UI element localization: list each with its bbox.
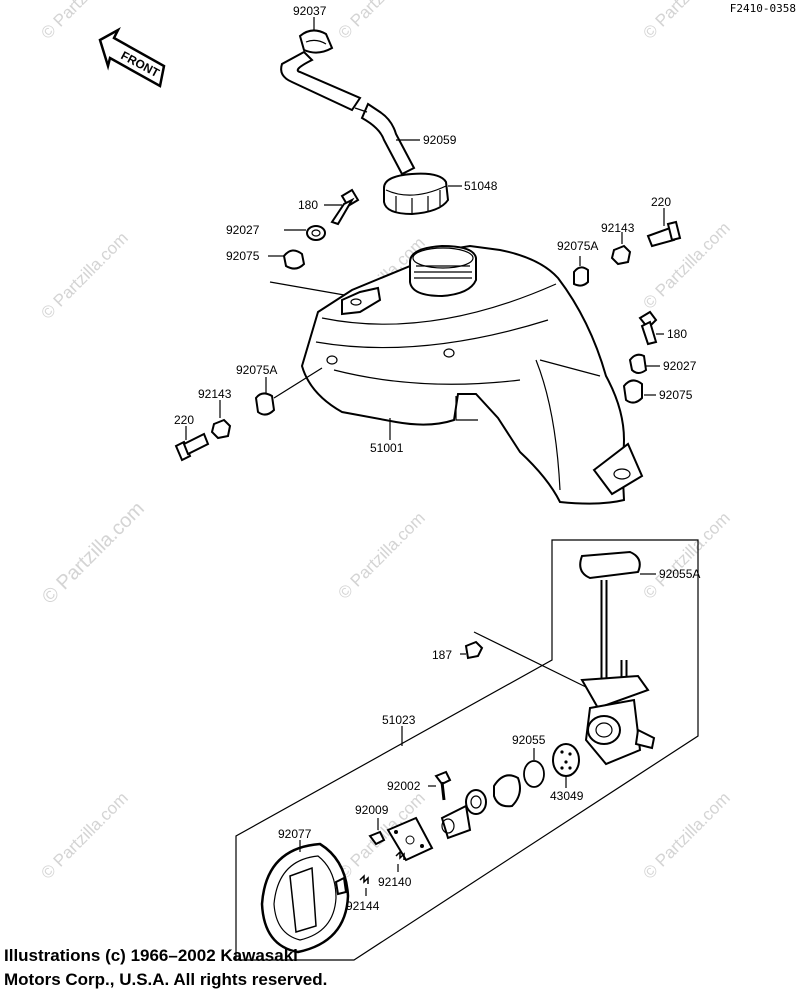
label-187: 187: [432, 648, 452, 662]
clamp-part: [298, 29, 334, 54]
knob-part: [260, 842, 350, 954]
label-180-right: 180: [667, 327, 687, 341]
damper-part: [622, 379, 643, 404]
watermark: © Partzilla.com: [37, 788, 131, 882]
label-220-right: 220: [651, 195, 671, 209]
label-92077: 92077: [278, 827, 312, 841]
label-51048: 51048: [464, 179, 498, 193]
watermark-large: © Partzilla.com: [38, 498, 149, 609]
spring-part: [395, 850, 405, 860]
label-92140: 92140: [378, 875, 412, 889]
label-92037: 92037: [293, 4, 327, 18]
o-ring-part: [523, 760, 545, 788]
watermark: © Partzilla.com: [334, 0, 428, 43]
label-220-left: 220: [174, 413, 194, 427]
screw-part: [368, 830, 386, 846]
label-92143-left: 92143: [198, 387, 232, 401]
label-51023: 51023: [382, 713, 416, 727]
label-92075-right: 92075: [659, 388, 693, 402]
watermark: © Partzilla.com: [639, 788, 733, 882]
front-arrow-icon: FRONT: [98, 26, 166, 88]
damper-part: [573, 266, 589, 287]
watermark: © Partzilla.com: [334, 508, 428, 602]
watermark: © Partzilla.com: [639, 218, 733, 312]
bolt-part: [330, 188, 360, 226]
fuel-cock-group-frame: [235, 539, 699, 961]
washer-part: [628, 353, 648, 374]
spring-part: [359, 874, 369, 884]
label-92027-right: 92027: [663, 359, 697, 373]
diaphragm-part: [552, 743, 580, 777]
copyright-line-2: Motors Corp., U.S.A. All rights reserved…: [4, 970, 328, 989]
nut-part: [610, 244, 632, 266]
label-92144: 92144: [346, 899, 380, 913]
screw-part: [464, 640, 484, 660]
copyright-line-1: Illustrations (c) 1966–2002 Kawasaki: [4, 946, 298, 965]
label-92075A-left: 92075A: [236, 363, 277, 377]
bolt-part: [638, 310, 658, 346]
nut-part: [210, 418, 232, 440]
cover-plate-part: [386, 816, 434, 862]
label-92055: 92055: [512, 733, 546, 747]
breather-hose-part: [280, 50, 416, 176]
label-92143-right: 92143: [601, 221, 635, 235]
label-51001: 51001: [370, 441, 404, 455]
damper-part: [254, 392, 276, 416]
valve-lever-part: [440, 774, 521, 840]
label-92002: 92002: [387, 779, 421, 793]
watermark: © Partzilla.com: [639, 0, 733, 43]
bolt-part: [174, 432, 210, 462]
watermark: © Partzilla.com: [639, 508, 733, 602]
label-92055A: 92055A: [659, 567, 700, 581]
copyright-notice: Illustrations (c) 1966–2002 Kawasaki Mot…: [4, 944, 327, 992]
screw-part: [434, 770, 452, 801]
figure-code: F2410-0358: [730, 2, 796, 15]
bolt-part: [646, 220, 682, 248]
fuel-tank-part: [300, 244, 644, 505]
fuel-cock-part: [580, 580, 656, 766]
gasket-part: [579, 550, 641, 580]
label-180-left: 180: [298, 198, 318, 212]
label-92075-left: 92075: [226, 249, 260, 263]
fuel-cap-part: [383, 172, 450, 216]
label-92027-left: 92027: [226, 223, 260, 237]
watermark: © Partzilla.com: [37, 0, 131, 43]
damper-part: [282, 249, 306, 270]
label-92009: 92009: [355, 803, 389, 817]
label-92059: 92059: [423, 133, 457, 147]
label-43049: 43049: [550, 789, 584, 803]
washer-part: [306, 225, 326, 241]
watermark: © Partzilla.com: [37, 228, 131, 322]
label-92075A-right: 92075A: [557, 239, 598, 253]
